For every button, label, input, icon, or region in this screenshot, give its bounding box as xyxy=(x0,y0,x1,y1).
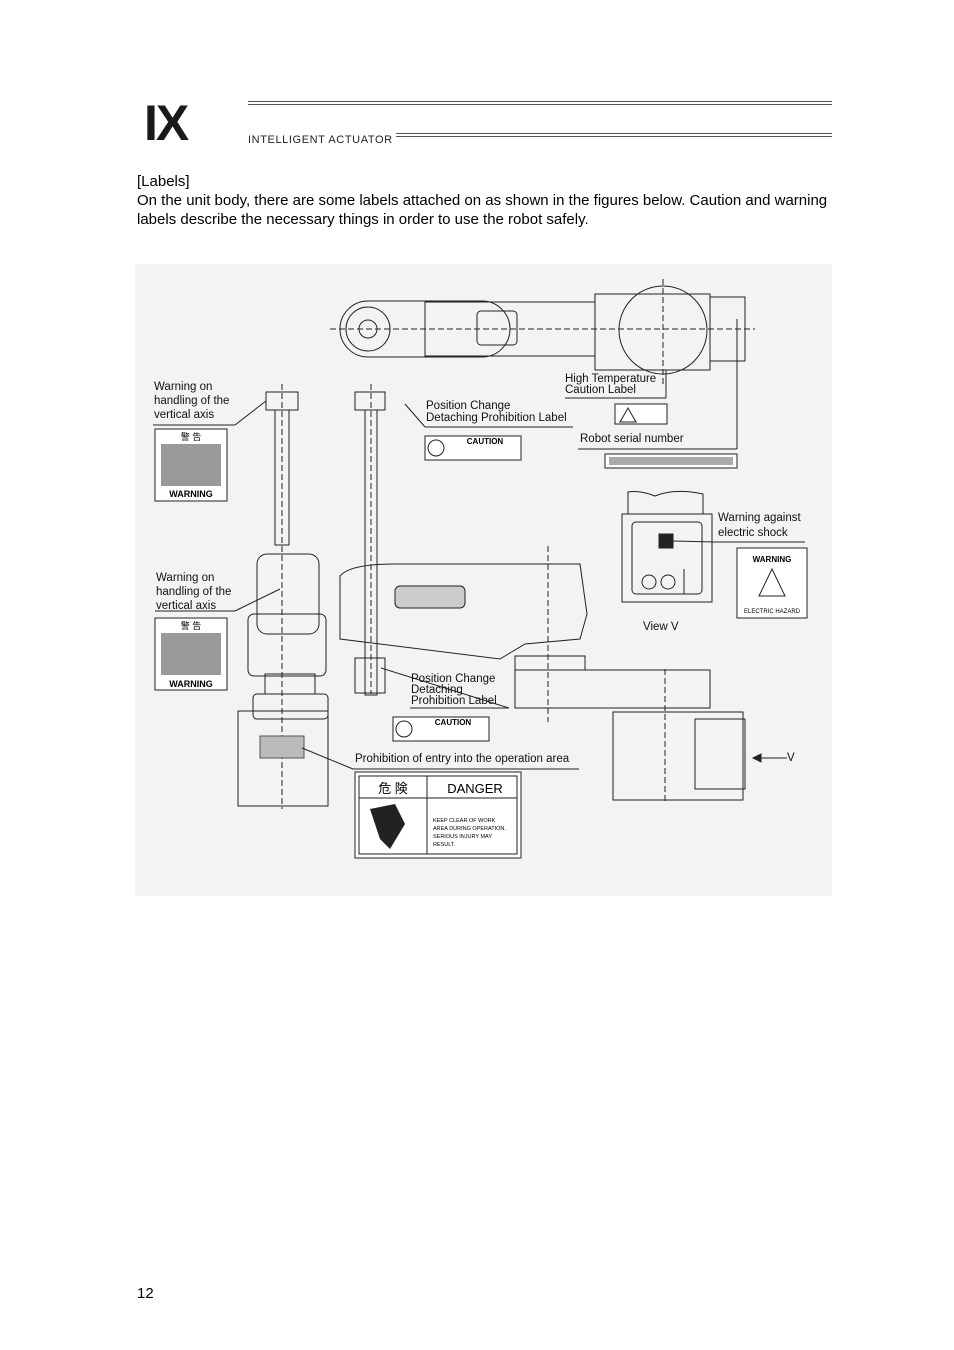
callout-robot-serial: Robot serial number xyxy=(580,433,684,445)
caution-label-top: CAUTION xyxy=(424,435,522,461)
svg-text:警 告: 警 告 xyxy=(181,620,202,631)
robot-drawing: 警 告 WARNING 警 告 WARNING CAUTION CAUTION xyxy=(153,279,808,859)
callout-prohibition-entry: Prohibition of entry into the operation … xyxy=(355,753,570,765)
brand-logo-text: INTELLIGENT ACTUATOR xyxy=(248,134,393,146)
callout-view-v: View V xyxy=(643,621,679,633)
callout-warning-vertical-top: Warning on handling of the vertical axis xyxy=(154,381,230,421)
page-number: 12 xyxy=(137,1285,154,1302)
header-rule-top-2 xyxy=(248,104,832,105)
serial-plate xyxy=(604,453,738,469)
svg-text:危 険: 危 険 xyxy=(378,781,408,796)
high-temperature-label xyxy=(614,403,668,425)
section-body: On the unit body, there are some labels … xyxy=(137,192,828,228)
vertical-axis-top-mid xyxy=(354,391,386,411)
base-side-far-right xyxy=(612,711,744,801)
callout-high-temperature: High Temperature Caution Label xyxy=(565,373,657,396)
warning-label-top: 警 告 WARNING xyxy=(154,428,228,502)
callout-position-change-bottom: Position Change Detaching Prohibition La… xyxy=(411,673,497,707)
callout-position-change-top: Position Change Detaching Prohibition La… xyxy=(426,400,567,424)
svg-text:警 告: 警 告 xyxy=(181,431,202,442)
svg-text:AREA DURING OPERATION.: AREA DURING OPERATION. xyxy=(433,826,506,832)
brand-logo-mark: IX xyxy=(144,95,189,151)
header-rule-top-1 xyxy=(248,101,832,102)
caution-label-bottom: CAUTION xyxy=(392,716,490,742)
callout-warning-vertical-mid: Warning on handling of the vertical axis xyxy=(156,572,232,612)
callout-v-arrow: V xyxy=(787,752,795,764)
svg-text:WARNING: WARNING xyxy=(169,489,213,499)
svg-text:CAUTION: CAUTION xyxy=(435,718,472,727)
svg-text:SERIOUS INJURY MAY: SERIOUS INJURY MAY xyxy=(433,834,492,840)
warning-label-mid: 警 告 WARNING xyxy=(154,617,228,691)
arm-side-mid xyxy=(339,563,588,660)
svg-text:ELECTRIC HAZARD: ELECTRIC HAZARD xyxy=(744,609,801,615)
section-heading: [Labels] xyxy=(137,173,190,190)
callout-electric-shock: Warning against electric shock xyxy=(718,512,801,539)
header-rule-bottom-2 xyxy=(396,136,832,137)
svg-text:WARNING: WARNING xyxy=(753,555,792,564)
svg-text:CAUTION: CAUTION xyxy=(467,437,504,446)
base-plan xyxy=(594,293,711,371)
robot-label-figure: 警 告 WARNING 警 告 WARNING CAUTION CAUTION xyxy=(135,264,832,896)
view-v-panel xyxy=(621,513,713,603)
svg-text:RESULT.: RESULT. xyxy=(433,842,456,848)
intro-section: [Labels] On the unit body, there are som… xyxy=(137,172,837,229)
danger-label: 危 険 DANGER KEEP CLEAR OF WORK AREA DURIN… xyxy=(354,771,522,859)
svg-text:DANGER: DANGER xyxy=(447,781,503,796)
header-rule-bottom-1 xyxy=(396,133,832,134)
electric-shock-label: WARNING ELECTRIC HAZARD xyxy=(736,547,808,619)
svg-text:KEEP CLEAR OF WORK: KEEP CLEAR OF WORK xyxy=(433,818,496,824)
svg-text:WARNING: WARNING xyxy=(169,679,213,689)
base-side-right xyxy=(514,669,711,709)
